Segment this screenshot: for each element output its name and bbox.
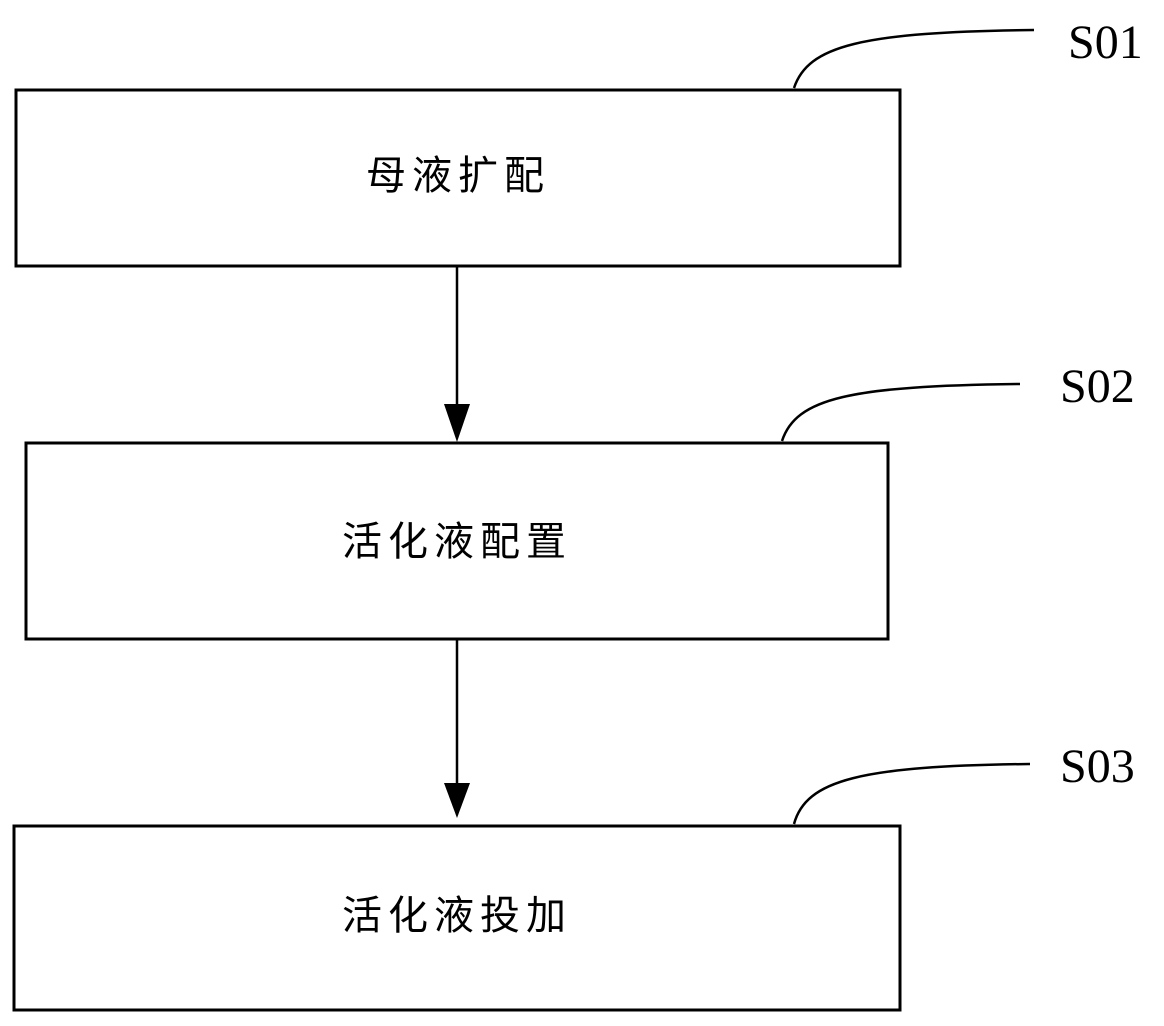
step-s01-label: 母液扩配	[366, 153, 550, 199]
arrow-head-icon	[444, 404, 470, 442]
step-s02: 活化液配置 S02	[24, 360, 1135, 641]
step-s02-box	[24, 441, 890, 641]
step-s03-leader	[792, 762, 1031, 825]
step-s02-leader	[780, 382, 1021, 442]
connector-s01-s02	[444, 266, 470, 442]
step-s01-leader	[792, 28, 1035, 89]
step-s03-box	[12, 824, 902, 1012]
connector-s02-s03	[444, 639, 470, 818]
step-s02-code: S02	[1060, 360, 1135, 413]
step-s01-box	[14, 88, 902, 268]
step-s03: 活化液投加 S03	[12, 740, 1135, 1012]
step-s01-code: S01	[1068, 16, 1143, 69]
step-s03-label: 活化液投加	[342, 893, 572, 939]
step-s01: 母液扩配 S01	[14, 16, 1143, 268]
step-s03-code: S03	[1060, 740, 1135, 793]
arrow-head-icon	[444, 783, 470, 818]
step-s02-label: 活化液配置	[342, 519, 572, 565]
